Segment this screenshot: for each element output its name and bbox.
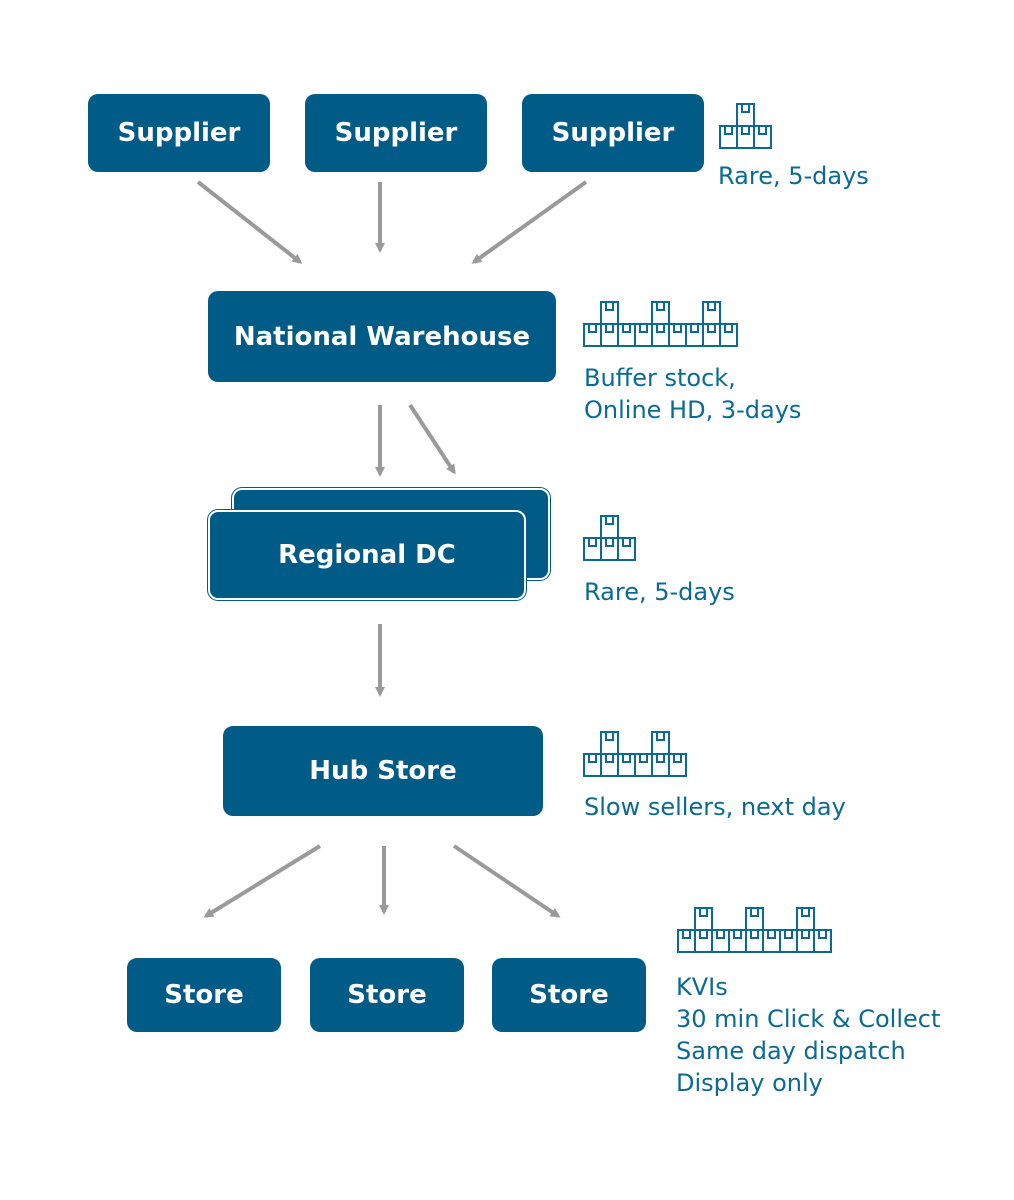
- note-line: KVIs: [676, 973, 728, 1001]
- note-line: Online HD, 3-days: [584, 396, 802, 424]
- store-box-stack-icon: [677, 907, 832, 953]
- store-node-1: Store: [127, 958, 281, 1032]
- arrow-supplier3-to-warehouse: [471, 180, 588, 264]
- supplier-note: Rare, 5-days: [718, 160, 869, 192]
- store-node-2: Store: [310, 958, 464, 1032]
- hub-store-box-stack-icon: [583, 731, 687, 777]
- arrow-hub-to-store3: [452, 844, 561, 918]
- regional-dc-node: Regional DC: [208, 510, 526, 600]
- note-line: Slow sellers, next day: [584, 793, 846, 821]
- note-line: Rare, 5-days: [584, 578, 735, 606]
- national-warehouse-node: National Warehouse: [208, 291, 556, 382]
- supplier-box-stack-icon: [719, 103, 772, 149]
- national-warehouse-note: Buffer stock, Online HD, 3-days: [584, 362, 801, 426]
- hub-store-note: Slow sellers, next day: [584, 791, 846, 823]
- national-warehouse-box-stack-icon: [583, 301, 738, 347]
- note-line: 30 min Click & Collect: [676, 1005, 941, 1033]
- national-warehouse-label: National Warehouse: [233, 321, 531, 352]
- hub-store-node: Hub Store: [223, 726, 543, 816]
- hub-store-label: Hub Store: [309, 756, 457, 786]
- store-label: Store: [529, 980, 609, 1010]
- store-label: Store: [347, 980, 427, 1010]
- note-line: Same day dispatch: [676, 1037, 906, 1065]
- regional-dc-box-stack-icon: [583, 515, 636, 561]
- arrow-supplier1-to-warehouse: [196, 180, 303, 264]
- store-node-3: Store: [492, 958, 646, 1032]
- regional-dc-note: Rare, 5-days: [584, 576, 735, 608]
- supplier-label: Supplier: [117, 118, 241, 148]
- supplier-node-1: Supplier: [88, 94, 270, 172]
- arrow-hub-to-store1: [203, 844, 322, 918]
- store-label: Store: [164, 980, 244, 1010]
- supplier-label: Supplier: [334, 118, 458, 148]
- note-line: Rare, 5-days: [718, 162, 869, 190]
- supplier-node-3: Supplier: [522, 94, 704, 172]
- regional-dc-label: Regional DC: [278, 540, 456, 570]
- note-line: Buffer stock,: [584, 364, 736, 392]
- supplier-label: Supplier: [551, 118, 675, 148]
- supplier-node-2: Supplier: [305, 94, 487, 172]
- store-note: KVIs 30 min Click & Collect Same day dis…: [676, 971, 940, 1099]
- note-line: Display only: [676, 1069, 823, 1097]
- arrow-warehouse-to-dc-2: [408, 403, 456, 475]
